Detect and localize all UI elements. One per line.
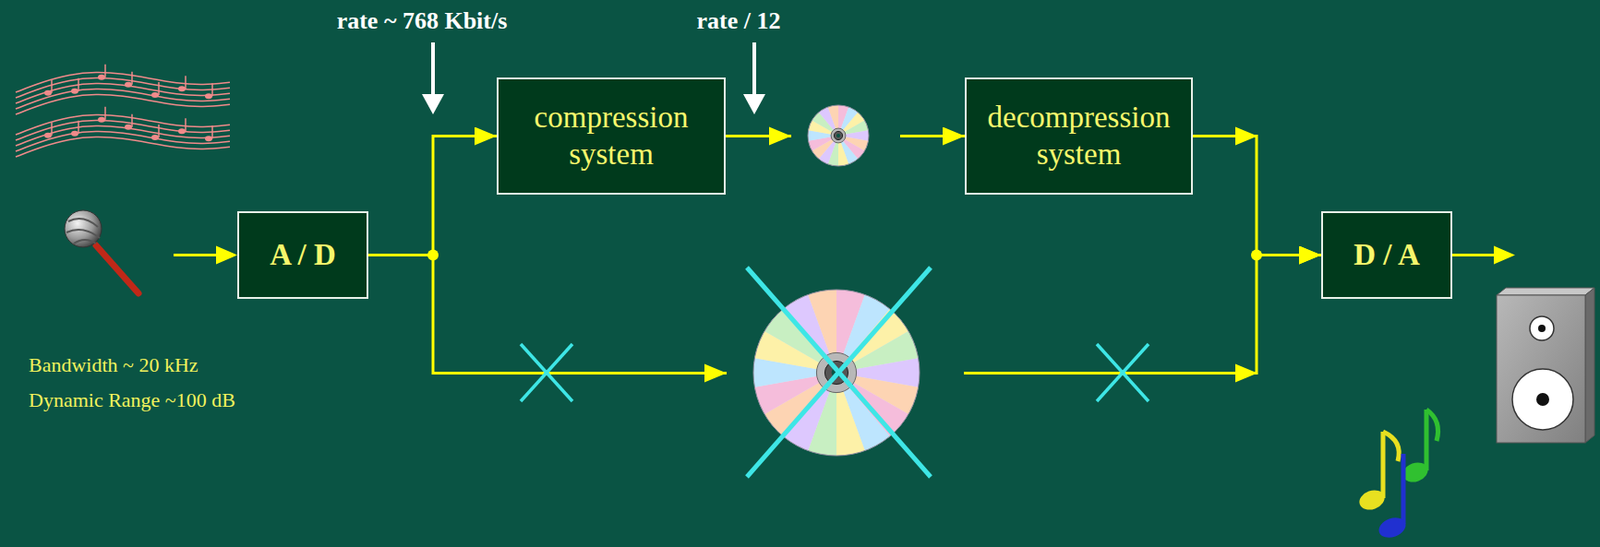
pointer-arrow [743, 94, 766, 115]
sheet-music-icon [15, 64, 230, 157]
cross-out [746, 267, 931, 478]
arrowhead [216, 246, 238, 265]
pointer-arrow [421, 94, 445, 115]
junction-dot [1251, 250, 1263, 262]
box-label: D / A [1353, 237, 1420, 275]
arrowhead [704, 364, 727, 384]
spec-note: Dynamic Range ~100 dB [28, 388, 236, 413]
box-label: A / D [269, 237, 337, 275]
process-box: D / A [1321, 211, 1453, 300]
pointer-arrow [752, 42, 757, 97]
arrowhead [1235, 127, 1258, 146]
signal-arrow [368, 136, 497, 256]
box-label: decompression system [975, 99, 1182, 173]
process-box: compression system [496, 77, 726, 195]
rate-label: rate ~ 768 Kbit/s [336, 7, 508, 36]
pointer-arrow [431, 42, 435, 97]
process-box: decompression system [964, 77, 1193, 195]
small-disc [807, 105, 869, 167]
microphone-icon [64, 210, 139, 294]
arrowhead [769, 127, 792, 146]
signal-arrow [1192, 136, 1322, 256]
arrowhead [1493, 246, 1516, 265]
box-label: compression system [507, 99, 715, 173]
music-notes-icon [1356, 409, 1438, 542]
junction-dot [427, 250, 439, 262]
output-arrow [1452, 253, 1496, 257]
process-box: A / D [237, 211, 369, 300]
spec-note: Bandwidth ~ 20 kHz [28, 353, 199, 378]
arrowhead [1235, 364, 1258, 384]
input-arrow [173, 253, 218, 257]
rate-label: rate / 12 [697, 7, 782, 36]
cross-mark [520, 344, 1149, 402]
speaker-icon [1496, 288, 1595, 444]
